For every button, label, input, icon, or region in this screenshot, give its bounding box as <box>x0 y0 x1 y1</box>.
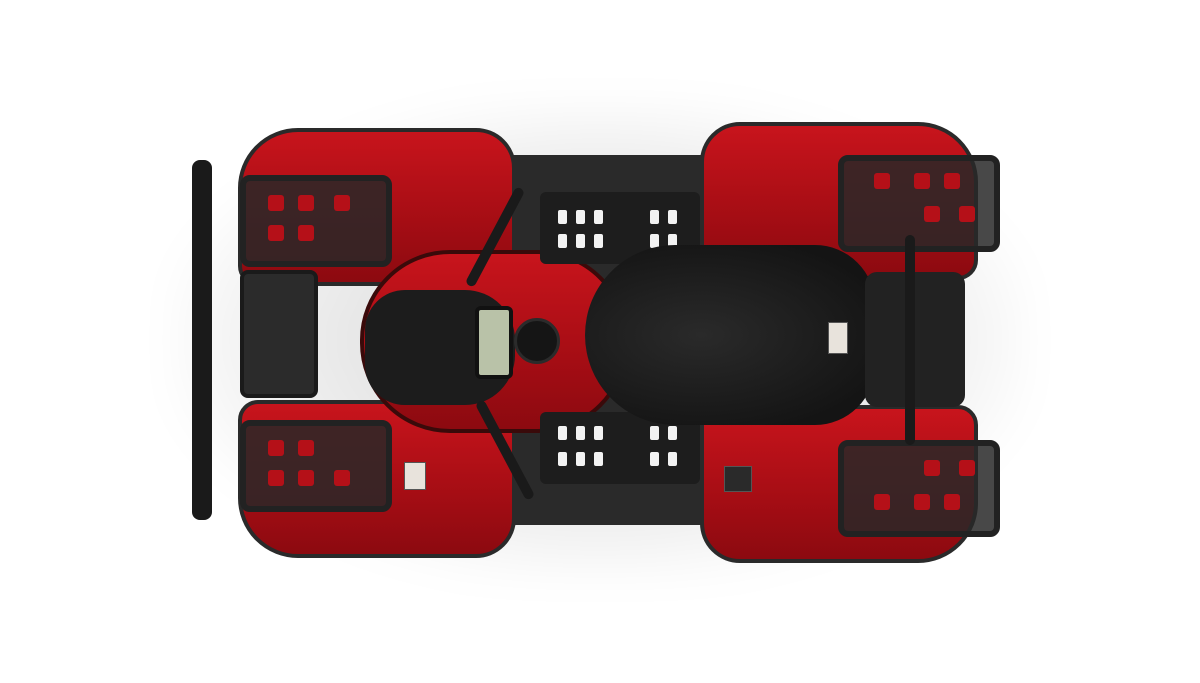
front-bumper <box>192 160 212 520</box>
rear-label <box>724 466 752 492</box>
rear-rack-top <box>838 155 1000 252</box>
rear-rack-rail <box>905 235 915 445</box>
rear-rack-bottom <box>838 440 1000 537</box>
front-rack-left <box>240 175 392 267</box>
seat <box>585 245 875 425</box>
info-label <box>404 462 426 490</box>
warning-label <box>828 322 848 354</box>
rear-storage <box>865 272 965 407</box>
front-grille <box>240 270 318 398</box>
fuel-cap <box>514 318 560 364</box>
front-rack-right <box>240 420 392 512</box>
lcd-display <box>475 306 513 379</box>
